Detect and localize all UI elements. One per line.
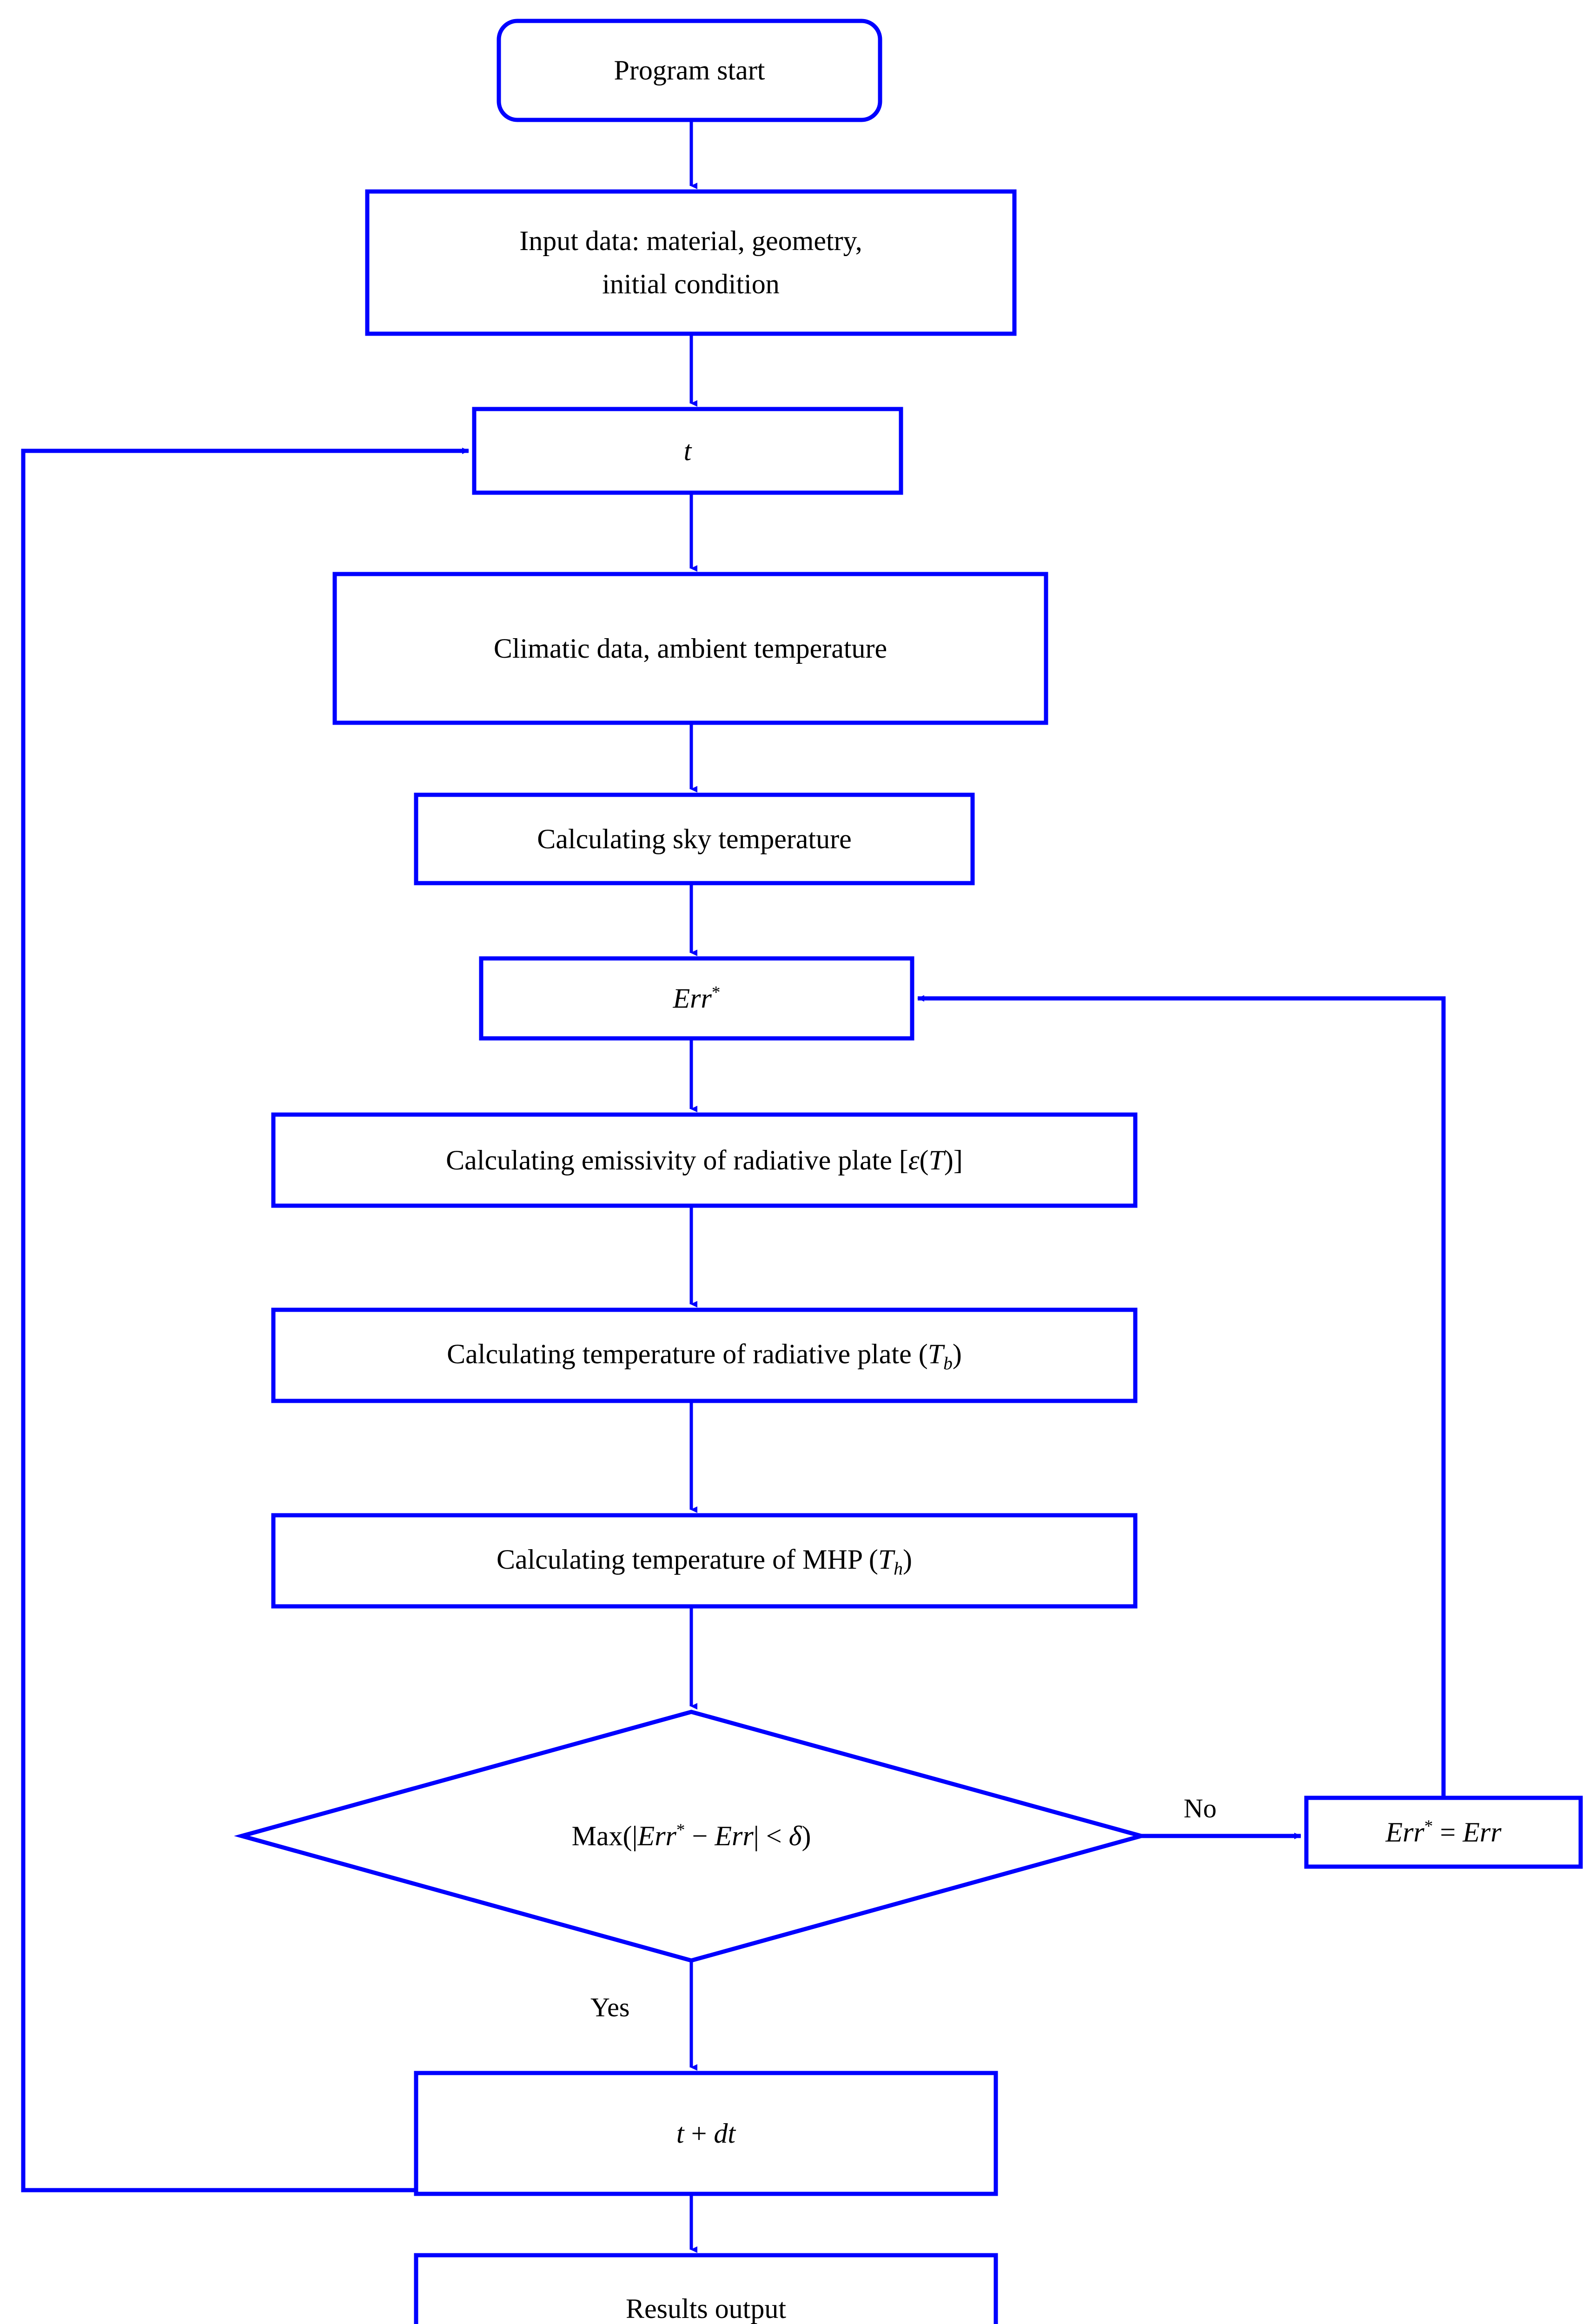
edge-label-no: No bbox=[1184, 1795, 1217, 1822]
node-shape-climatic-data[interactable] bbox=[332, 572, 1048, 725]
node-shape-emissivity[interactable] bbox=[271, 1112, 1138, 1208]
node-shape-mhp-temp[interactable] bbox=[271, 1513, 1138, 1609]
node-shape-decision[interactable] bbox=[234, 1710, 1149, 1963]
node-shape-time-t[interactable] bbox=[472, 407, 903, 495]
node-shape-program-start[interactable] bbox=[497, 19, 882, 122]
node-shape-input-data[interactable] bbox=[365, 189, 1017, 336]
node-shape-radiative-plate-temp[interactable] bbox=[271, 1307, 1138, 1403]
edge-label-yes: Yes bbox=[590, 1994, 629, 2021]
node-shape-err-assign[interactable] bbox=[1304, 1796, 1583, 1869]
node-shape-t-plus-dt[interactable] bbox=[414, 2071, 998, 2196]
yes-branch-text: Yes bbox=[590, 1992, 630, 2022]
node-shape-sky-temperature[interactable] bbox=[414, 792, 975, 885]
node-shape-results-output[interactable] bbox=[414, 2253, 998, 2324]
node-shape-err-star[interactable] bbox=[479, 956, 914, 1041]
no-branch-text: No bbox=[1184, 1793, 1217, 1823]
connector-tdt-loop-to-t bbox=[21, 448, 469, 2192]
connector-err-assign-loop-to-errstar bbox=[917, 995, 1446, 1798]
